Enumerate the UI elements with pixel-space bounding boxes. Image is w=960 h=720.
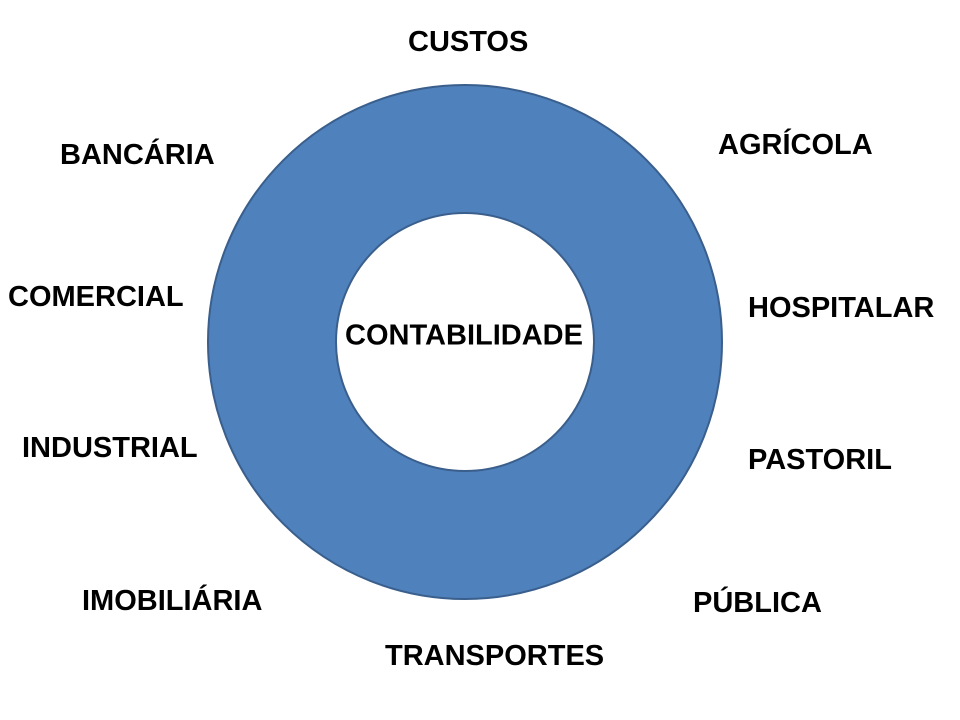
branch-label-transportes: TRANSPORTES [385,640,605,672]
inner-hole-circle [335,212,595,472]
branch-label-comercial: COMERCIAL [8,281,184,313]
branch-label-industrial: INDUSTRIAL [22,432,198,464]
branch-label-bancaria: BANCÁRIA [60,139,215,171]
branch-label-publica: PÚBLICA [693,587,822,619]
branch-label-imobiliaria: IMOBILIÁRIA [82,585,263,617]
center-label-contabilidade: CONTABILIDADE [345,319,583,352]
branch-label-hospitalar: HOSPITALAR [748,292,935,324]
branch-label-custos: CUSTOS [408,26,529,58]
branch-label-pastoril: PASTORIL [748,444,892,476]
branch-label-agricola: AGRÍCOLA [718,129,873,161]
